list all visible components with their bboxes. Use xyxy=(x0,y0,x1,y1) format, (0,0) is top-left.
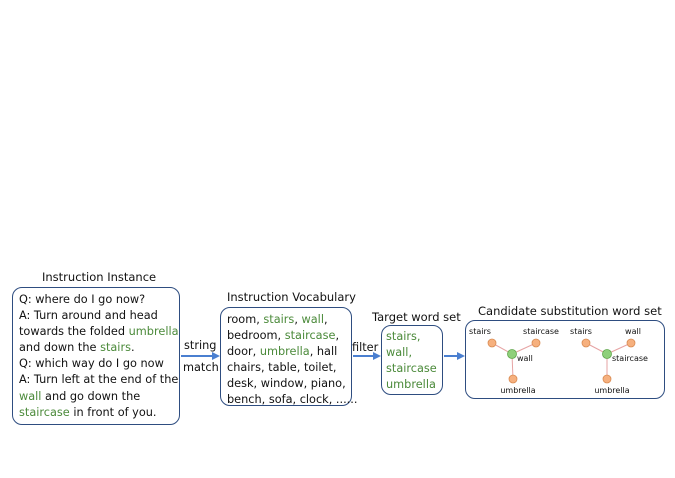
highlighted-word: umbrella xyxy=(259,345,310,359)
leaf-label: stairs xyxy=(570,327,592,336)
target-text: stairs, wall, staircase umbrella xyxy=(386,329,437,393)
text-segment: , xyxy=(323,313,328,326)
text-segment: Q: where do I go now? xyxy=(19,293,146,306)
highlighted-word: umbrella xyxy=(386,378,436,392)
text-segment: . xyxy=(130,341,135,355)
text-segment: A: Turn left at the end of the xyxy=(19,373,179,387)
text-line: A: Turn around and head xyxy=(19,308,179,324)
text-segment: A: Turn around and head xyxy=(19,309,158,323)
text-line: Q: where do I go now? xyxy=(19,292,179,308)
text-segment: room, xyxy=(227,313,264,326)
leaf-node xyxy=(487,338,497,348)
leaf-label: umbrella xyxy=(594,386,629,395)
text-line: desk, window, piano, xyxy=(227,376,357,392)
text-line: and down the stairs. xyxy=(19,340,179,356)
leaf-label: stairs xyxy=(469,327,491,336)
leaf-label: umbrella xyxy=(500,386,535,395)
text-line: Q: which way do I go now xyxy=(19,356,179,372)
text-segment: chairs, table, toilet, xyxy=(227,361,337,375)
center-node xyxy=(507,349,517,359)
text-segment: door, xyxy=(227,345,260,359)
instance-title: Instruction Instance xyxy=(42,270,157,284)
center-node xyxy=(602,349,612,359)
highlighted-word: staircase xyxy=(386,362,437,376)
match-label: match xyxy=(183,361,219,374)
text-line: wall, xyxy=(386,345,437,361)
candidate-title: Candidate substitution word set xyxy=(478,304,662,318)
text-line: staircase xyxy=(386,361,437,377)
filter-label: filter xyxy=(352,341,379,354)
text-segment: and go down the xyxy=(41,389,141,403)
highlighted-word: stairs xyxy=(100,341,131,355)
instance-text: Q: where do I go now? A: Turn around and … xyxy=(19,292,179,421)
text-segment: bench, sofa, clock, ...... xyxy=(227,393,358,407)
target-title: Target word set xyxy=(372,310,461,324)
target-box xyxy=(381,325,443,395)
text-line: room, stairs, wall, xyxy=(227,312,357,328)
text-line: bedroom, staircase, xyxy=(227,328,357,344)
text-line: staircase in front of you. xyxy=(19,405,179,421)
leaf-label: wall xyxy=(625,327,641,336)
leaf-node xyxy=(581,338,591,348)
highlighted-word: wall xyxy=(19,389,42,403)
text-segment: towards the folded xyxy=(19,325,129,339)
text-segment: desk, window, piano, xyxy=(227,377,346,391)
string-label: string xyxy=(184,339,217,352)
text-segment: , xyxy=(294,313,302,326)
highlighted-word: wall xyxy=(301,313,324,326)
highlighted-word: staircase xyxy=(284,329,336,343)
text-line: wall and go down the xyxy=(19,389,179,405)
vocab-title: Instruction Vocabulary xyxy=(227,290,356,304)
text-segment: , hall xyxy=(309,345,338,359)
text-line: chairs, table, toilet, xyxy=(227,360,357,376)
leaf-node xyxy=(602,374,612,384)
leaf-node xyxy=(508,374,518,384)
text-line: umbrella xyxy=(386,377,437,393)
center-label: wall xyxy=(517,354,533,363)
vocab-box xyxy=(220,307,352,406)
text-line: door, umbrella, hall xyxy=(227,344,357,360)
text-segment: bedroom, xyxy=(227,329,285,343)
leaf-node xyxy=(531,338,541,348)
text-segment: Q: which way do I go now xyxy=(19,357,164,371)
vocab-text: room, stairs, wall,bedroom, staircase,do… xyxy=(227,312,357,409)
text-line: stairs, xyxy=(386,329,437,345)
highlighted-word: staircase xyxy=(19,405,70,419)
text-line: A: Turn left at the end of the xyxy=(19,372,179,388)
highlighted-word: umbrella xyxy=(128,325,179,339)
highlighted-word: stairs, xyxy=(386,330,421,343)
text-segment: , xyxy=(335,329,340,343)
instance-box xyxy=(12,287,180,425)
highlighted-word: stairs xyxy=(263,313,295,326)
text-segment: in front of you. xyxy=(69,405,157,419)
text-segment: and down the xyxy=(19,341,101,355)
highlighted-word: wall, xyxy=(386,346,413,360)
leaf-node xyxy=(626,338,636,348)
candidate-box xyxy=(465,320,665,399)
center-label: staircase xyxy=(612,354,648,363)
leaf-label: staircase xyxy=(523,327,559,336)
text-line: towards the folded umbrella xyxy=(19,324,179,340)
text-line: bench, sofa, clock, ...... xyxy=(227,392,357,408)
